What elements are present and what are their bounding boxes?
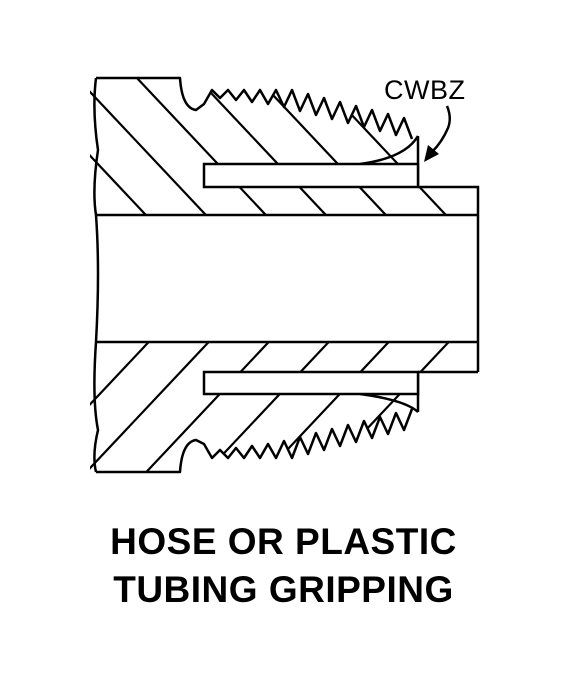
caption-line-2: TUBING GRIPPING	[113, 569, 454, 610]
fitting-body-bottom	[90, 340, 478, 474]
bore	[94, 214, 480, 372]
caption-line-1: HOSE OR PLASTIC	[110, 521, 457, 562]
callout-label: CWBZ	[384, 75, 465, 105]
tube-stub-top	[418, 185, 480, 215]
groove-bottom	[202, 370, 420, 396]
callout-leader	[424, 105, 451, 162]
leader-arrowhead	[424, 145, 439, 162]
groove-top	[202, 162, 420, 189]
